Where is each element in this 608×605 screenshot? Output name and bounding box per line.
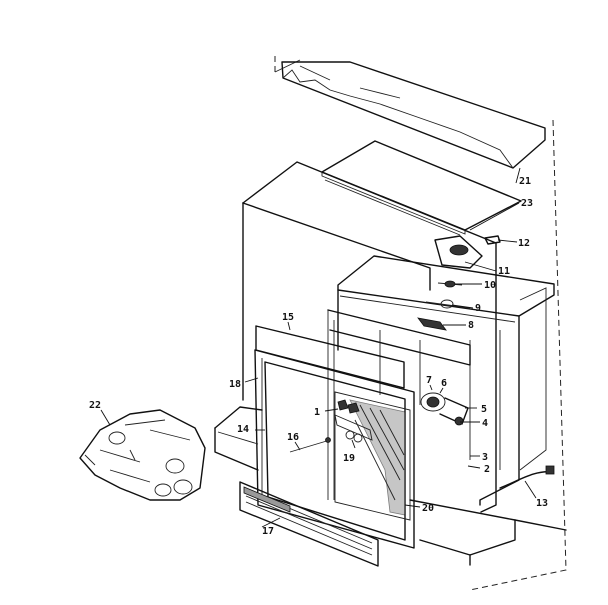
- pilot-valve: [289, 437, 331, 453]
- label-17: 17: [262, 526, 274, 537]
- label-14: 14: [237, 424, 249, 435]
- wall-outline: [274, 55, 567, 591]
- label-11: 11: [498, 266, 510, 277]
- burner-grate: [334, 399, 373, 443]
- louver-grille: [239, 481, 379, 567]
- label-12: 12: [518, 238, 530, 249]
- glass-door: [334, 391, 411, 521]
- label-8: 8: [468, 320, 474, 331]
- hood: [255, 325, 405, 389]
- label-19: 19: [343, 453, 355, 464]
- label-21: 21: [519, 176, 531, 187]
- log-set: [79, 409, 206, 501]
- blower-motor: [420, 392, 469, 426]
- label-6: 6: [441, 378, 447, 389]
- label-1: 1: [314, 407, 320, 418]
- blower-fan: [417, 280, 471, 331]
- label-16: 16: [287, 432, 299, 443]
- leader-lines: [100, 167, 537, 528]
- top-panel: [321, 140, 522, 235]
- label-20: 20: [422, 503, 434, 514]
- label-13: 13: [536, 498, 548, 509]
- label-18: 18: [229, 379, 241, 390]
- clip: [484, 235, 501, 245]
- front-frame: [254, 349, 415, 549]
- label-9: 9: [475, 303, 481, 314]
- label-23: 23: [521, 198, 533, 209]
- power-cord: [499, 465, 555, 489]
- label-2: 2: [484, 464, 490, 475]
- mantel-top: [281, 61, 546, 169]
- label-15: 15: [282, 312, 294, 323]
- label-3: 3: [482, 452, 488, 463]
- label-22: 22: [89, 400, 101, 411]
- hearth-base: [214, 406, 567, 566]
- label-4: 4: [482, 418, 488, 429]
- blower-box: [337, 255, 555, 506]
- firebox-housing: [242, 161, 497, 513]
- label-10: 10: [484, 280, 496, 291]
- label-5: 5: [481, 404, 487, 415]
- label-7: 7: [426, 375, 432, 386]
- part-labels: 21 23 12 11 10 9 8 7 6 5 4 3 2 13 15 18 …: [89, 176, 548, 537]
- blower-cap: [434, 235, 483, 269]
